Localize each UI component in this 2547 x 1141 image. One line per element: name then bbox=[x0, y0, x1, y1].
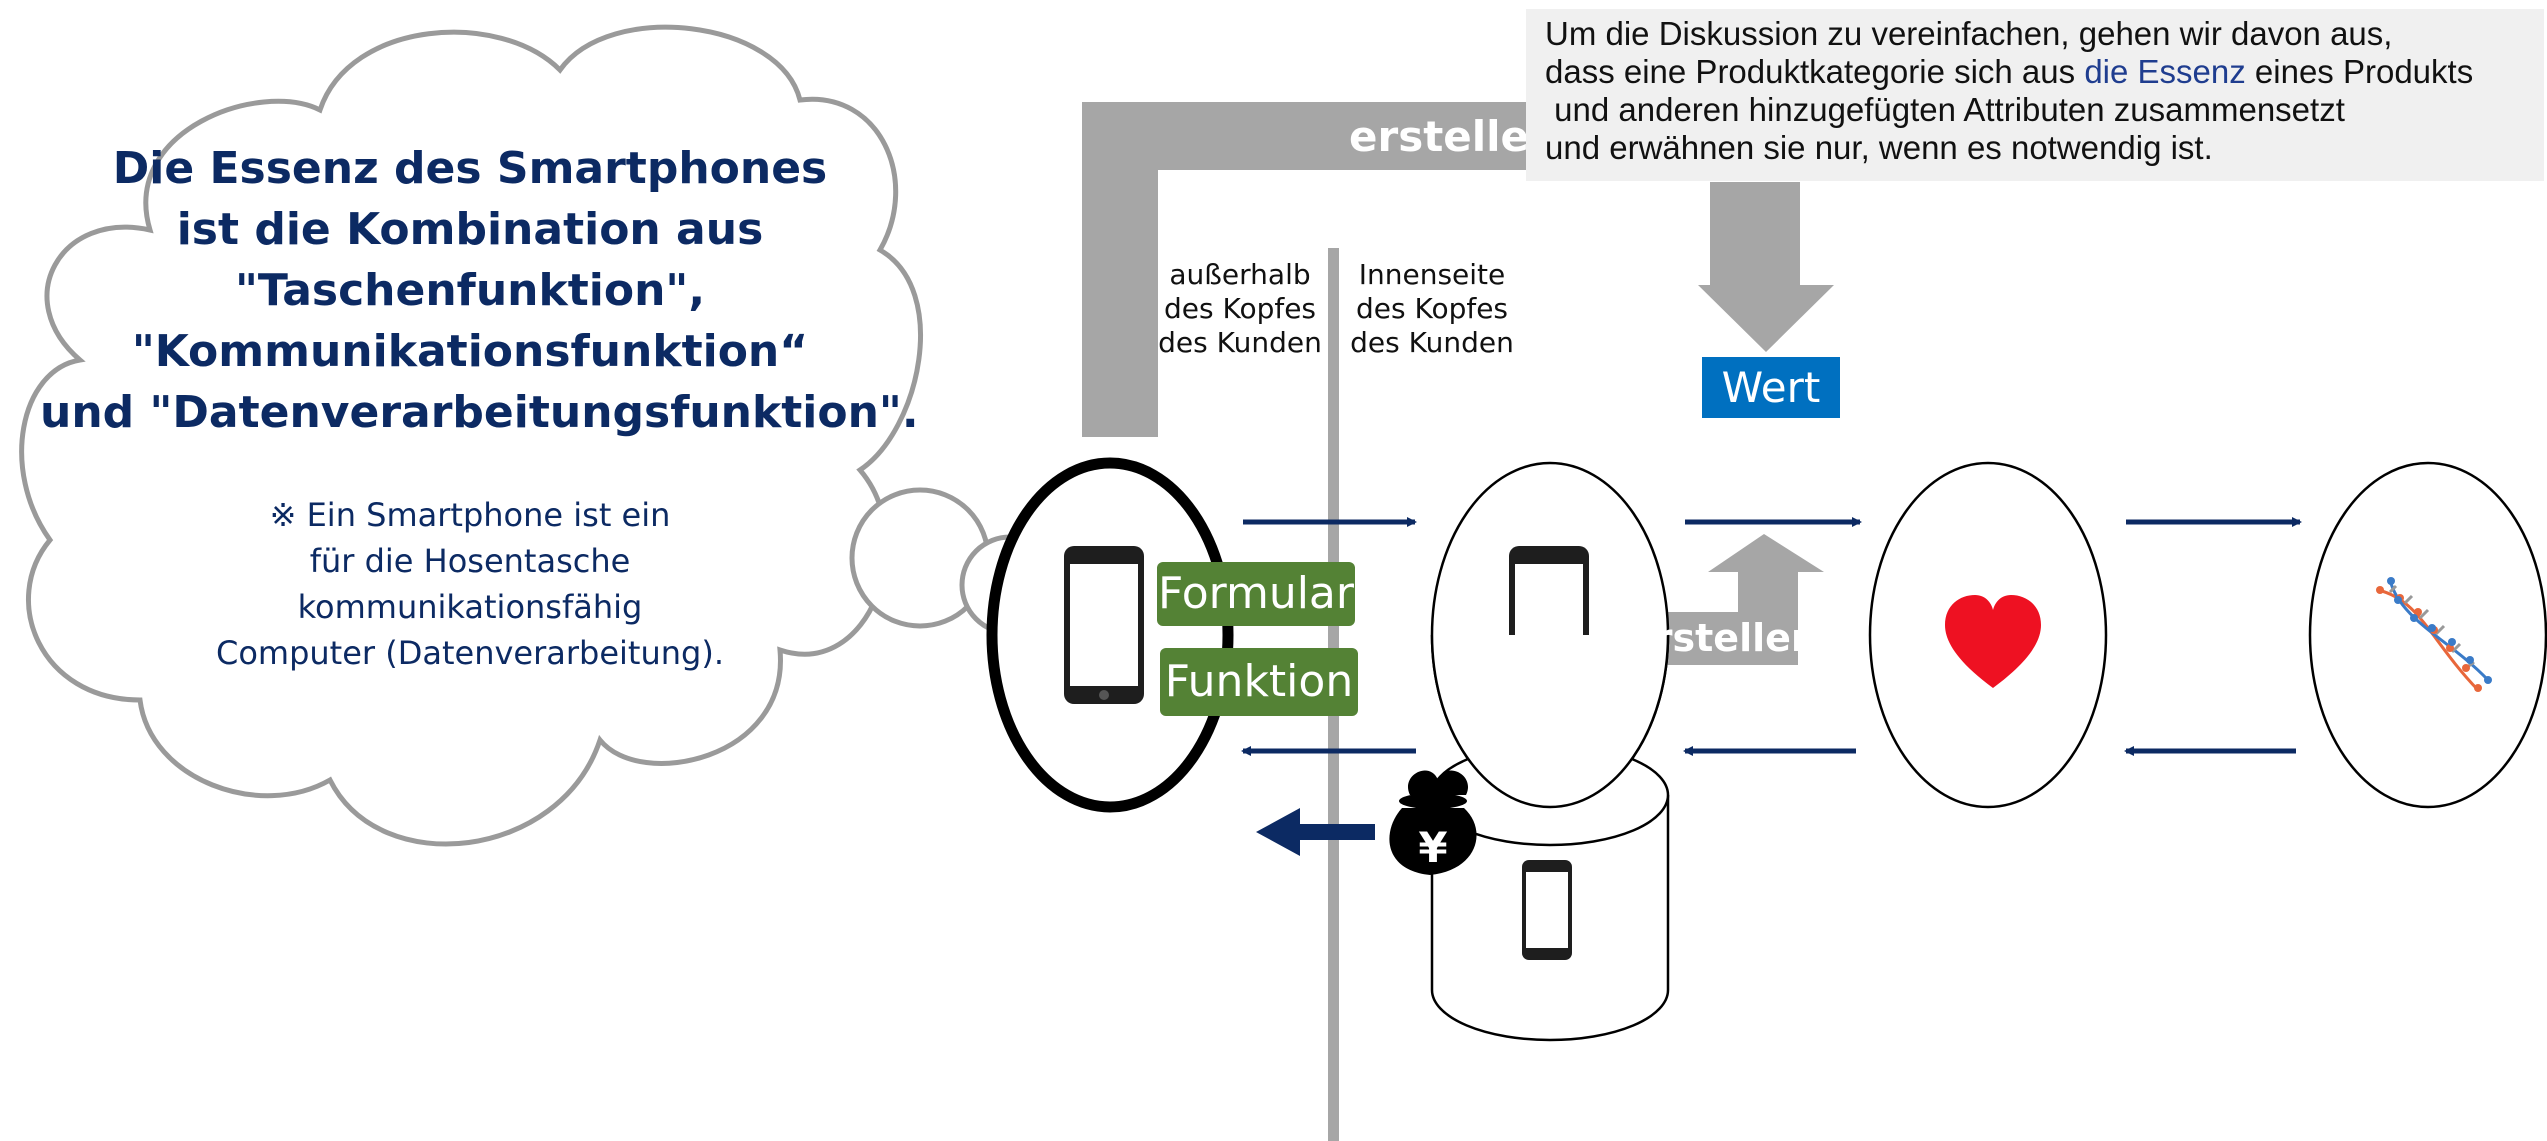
note-line: für die Hosentasche bbox=[309, 542, 631, 580]
money-flow-arrow bbox=[1256, 808, 1375, 856]
smartphone-icon bbox=[1522, 860, 1572, 960]
inside-head-label: Innenseite des Kopfes des Kunden bbox=[1342, 258, 1522, 360]
label-line: des Kunden bbox=[1350, 326, 1514, 359]
label-line: Innenseite bbox=[1358, 258, 1506, 291]
note-text-part: eines Produkts bbox=[2245, 53, 2474, 90]
create-label-mid: erstellen bbox=[1628, 616, 1818, 660]
essence-line: und "Datenverarbeitungsfunktion". bbox=[40, 387, 919, 438]
heart-icon bbox=[1945, 595, 2041, 688]
essence-line: "Kommunikationsfunktion“ bbox=[131, 326, 809, 377]
essence-line: "Taschenfunktion", bbox=[234, 265, 706, 316]
assumption-note: Um die Diskussion zu vereinfachen, gehen… bbox=[1545, 15, 2473, 167]
outside-head-label: außerhalb des Kopfes des Kunden bbox=[1150, 258, 1330, 360]
essence-line: Die Essenz des Smartphones bbox=[112, 143, 828, 194]
label-line: außerhalb bbox=[1169, 258, 1311, 291]
smartphone-icon bbox=[1064, 546, 1144, 704]
create-label-top: erstellen bbox=[1349, 112, 1559, 161]
smartphone-definition-note: ※ Ein Smartphone ist ein für die Hosenta… bbox=[170, 492, 770, 676]
essence-highlight: die Essenz bbox=[2084, 53, 2246, 90]
label-line: des Kopfes bbox=[1355, 292, 1509, 325]
note-text-part: dass eine Produktkategorie sich aus bbox=[1545, 53, 2085, 90]
create-arrow-mid bbox=[1628, 534, 1824, 665]
note-line: Um die Diskussion zu vereinfachen, gehen… bbox=[1545, 15, 2393, 52]
value-label: Wert bbox=[1702, 357, 1840, 418]
dna-ellipse bbox=[2308, 461, 2547, 809]
value-down-arrow bbox=[1698, 182, 1834, 352]
dna-icon bbox=[2376, 577, 2492, 692]
note-line: Computer (Datenverarbeitung). bbox=[215, 634, 724, 672]
label-line: des Kopfes bbox=[1163, 292, 1317, 325]
note-line: kommunikationsfähig bbox=[297, 588, 643, 626]
function-label: Funktion bbox=[1160, 648, 1358, 716]
assumption-note-box bbox=[1526, 9, 2544, 181]
note-line: und anderen hinzugefügten Attributen zus… bbox=[1545, 91, 2345, 128]
money-bag-icon: ¥ bbox=[1389, 770, 1477, 875]
create-arrow-top bbox=[1082, 102, 1540, 437]
label-line: des Kunden bbox=[1158, 326, 1322, 359]
note-line: dass eine Produktkategorie sich aus die … bbox=[1545, 53, 2473, 91]
note-line: und erwähnen sie nur, wenn es notwendig … bbox=[1545, 129, 2213, 166]
note-line: ※ Ein Smartphone ist ein bbox=[269, 496, 671, 534]
essence-line: ist die Kombination aus bbox=[176, 204, 764, 255]
thought-cloud bbox=[19, 24, 923, 847]
form-label: Formular bbox=[1157, 562, 1355, 626]
essence-statement: Die Essenz des Smartphones ist die Kombi… bbox=[40, 138, 919, 443]
yen-symbol: ¥ bbox=[1418, 823, 1447, 872]
